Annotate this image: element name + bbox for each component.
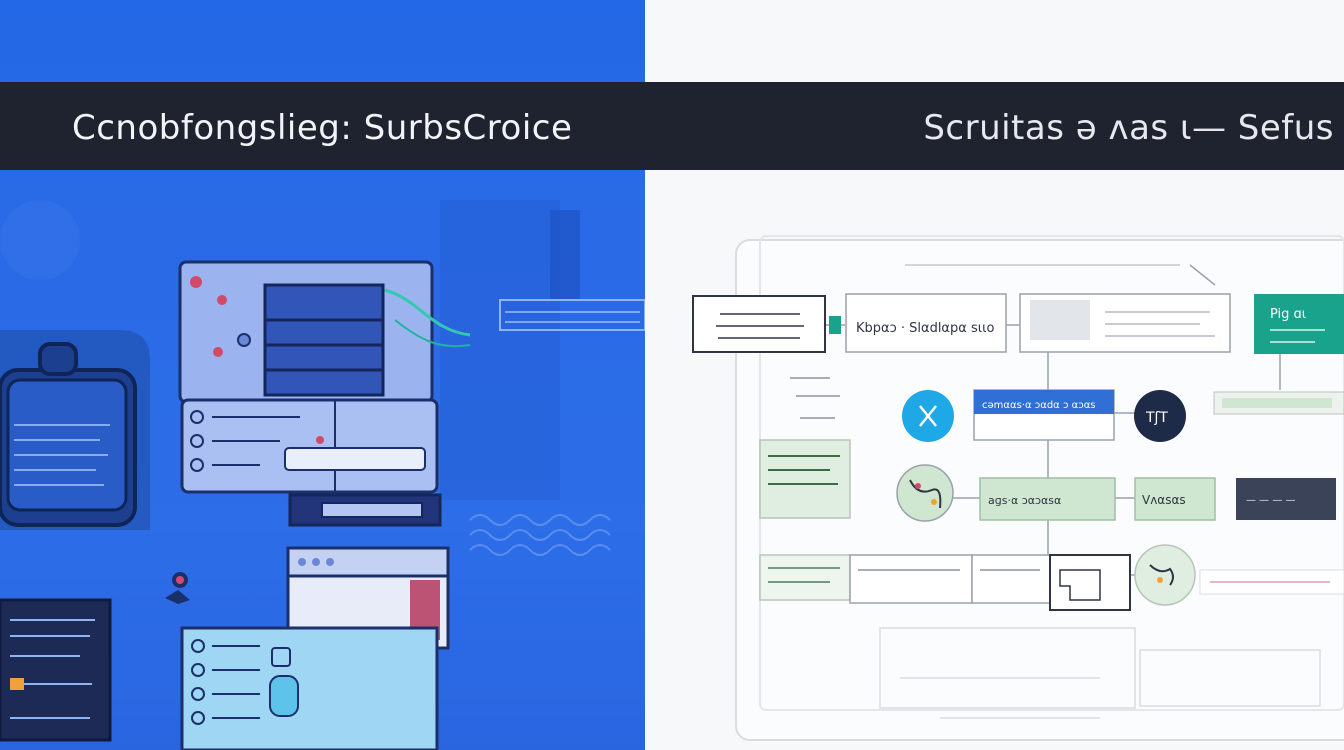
circle-sketch-node bbox=[1135, 545, 1195, 605]
node-green-right-label: Vʌαsαs bbox=[1142, 493, 1186, 507]
circle-map-node bbox=[897, 465, 953, 521]
node-blue-band bbox=[974, 390, 1114, 440]
node-dark-label: — — — — bbox=[1246, 495, 1296, 506]
node-image-text bbox=[1020, 294, 1230, 352]
node-blue-band-label: cəmααs·α ɔαdα ɔ αɔαs bbox=[982, 400, 1096, 411]
node-blueprint bbox=[1050, 555, 1130, 610]
node-marker bbox=[829, 316, 841, 334]
node-text-left bbox=[693, 296, 825, 352]
node-green-left bbox=[760, 440, 850, 518]
node-green-mid-label: aɡs·α ɔαɔαsα bbox=[988, 494, 1061, 507]
circle-navy-label: TʃT bbox=[1145, 410, 1168, 426]
node-row4-right bbox=[1200, 570, 1344, 594]
node-pig-label: Pig ɑι bbox=[1270, 307, 1306, 322]
node-row4-left bbox=[760, 555, 850, 600]
node-row4-mid bbox=[850, 555, 1050, 603]
node-green-lines-right bbox=[1214, 392, 1344, 414]
node-kbp-label: Kbpαɔ · Slαdlαpα sιιo bbox=[856, 321, 995, 336]
node-pig bbox=[1254, 294, 1344, 354]
